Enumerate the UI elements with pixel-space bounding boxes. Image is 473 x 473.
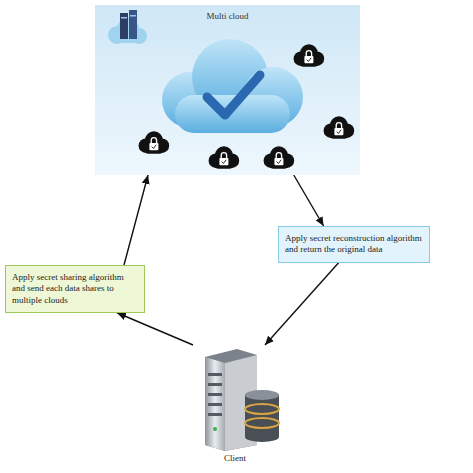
secure-cloud — [139, 131, 170, 154]
secure-cloud — [294, 44, 325, 67]
database-cylinder — [245, 390, 279, 442]
secure-cloud — [264, 146, 295, 169]
flow-arrow — [265, 263, 339, 346]
flow-arrow — [294, 175, 324, 226]
client-server-icon — [175, 345, 295, 453]
process-box: Apply secret reconstruction algorithm an… — [278, 226, 430, 263]
panel-title: Multi cloud — [95, 5, 360, 22]
process-box: Apply secret sharing algorithm and send … — [5, 265, 145, 313]
cloud-panel: Multi cloud — [95, 5, 360, 175]
node-label: Client — [175, 453, 295, 464]
box-text: Apply secret sharing algorithm and send … — [12, 272, 138, 306]
server-cloud-icon — [108, 10, 147, 44]
check-mark — [207, 75, 260, 115]
flow-arrow — [117, 313, 193, 345]
box-text: Apply secret reconstruction algorithm an… — [285, 233, 423, 256]
secure-cloud — [209, 146, 240, 169]
panel-ground — [95, 5, 360, 175]
multi-cloud-illustration — [95, 5, 360, 175]
main-cloud — [162, 39, 303, 133]
flow-arrow — [124, 175, 148, 265]
client-node: Client — [175, 345, 295, 464]
secure-cloud — [324, 116, 355, 139]
